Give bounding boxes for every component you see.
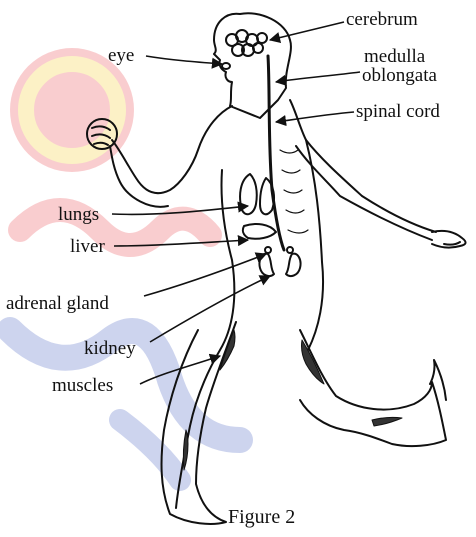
raised-arm (110, 146, 168, 207)
brain (226, 30, 267, 56)
label-kidney: kidney (84, 339, 136, 359)
spinal-cord-arrow (276, 112, 354, 122)
lungs-organ (240, 174, 274, 214)
kidneys-organ (259, 247, 300, 276)
figure-caption: Figure 2 (228, 506, 295, 529)
label-eye: eye (108, 46, 134, 66)
adrenal-arrow (144, 254, 266, 296)
label-adrenal-gland: adrenal gland (6, 294, 109, 314)
liver-organ (243, 224, 276, 239)
label-oblongata: oblongata (362, 66, 437, 86)
back-foot (430, 360, 446, 400)
medulla-arrow (276, 72, 360, 82)
rear-hand (432, 231, 466, 248)
nerve-branches (280, 150, 308, 233)
kidney-arrow (150, 276, 270, 342)
watermark-logo (10, 48, 240, 480)
label-medulla: medulla (364, 47, 425, 67)
watermark-red-script (20, 210, 210, 245)
label-cerebrum: cerebrum (346, 10, 418, 30)
label-muscles: muscles (52, 376, 113, 396)
watermark-blue-lower (120, 420, 180, 480)
label-spinal-cord: spinal cord (356, 102, 440, 122)
spinal-cord-organ (268, 56, 284, 250)
label-lungs: lungs (58, 205, 99, 225)
eye-organ (222, 63, 230, 69)
back-body-line (306, 140, 323, 350)
label-liver: liver (70, 237, 105, 257)
head-outline (214, 13, 291, 118)
back-leg (300, 330, 446, 446)
eye-arrow (146, 56, 222, 64)
